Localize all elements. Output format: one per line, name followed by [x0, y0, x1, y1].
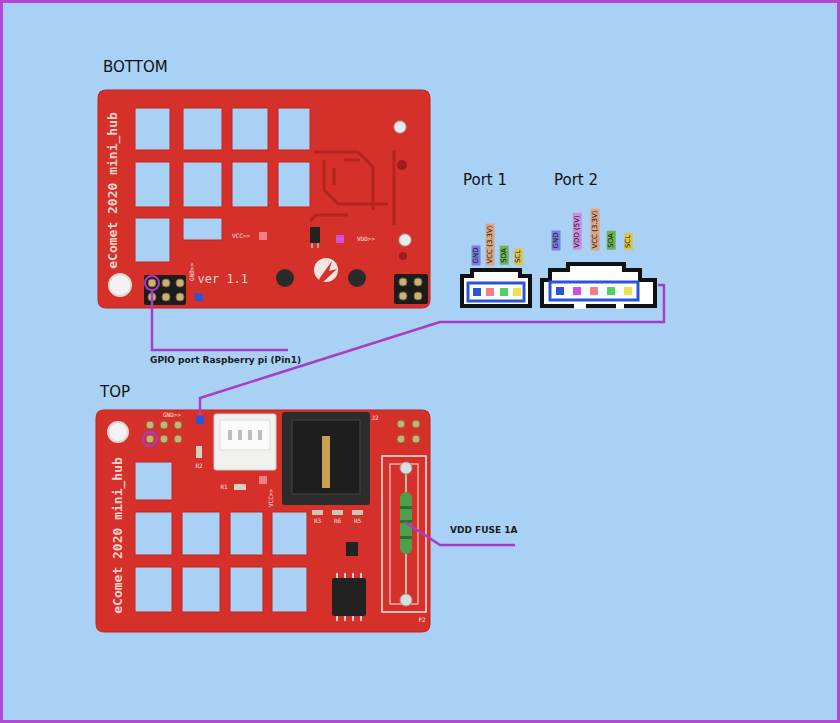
port2-connector-drawing: [542, 264, 655, 309]
pin-name: SCL: [624, 233, 633, 250]
pcb-bottom-board: BOTTOMeComet 2020 mini_hubver 1.1GND>>VC…: [98, 90, 430, 308]
board-heading: BOTTOM: [103, 59, 168, 76]
pin-name: GND: [552, 230, 561, 250]
board-heading: TOP: [100, 384, 130, 401]
version-label: ver 1.1: [198, 273, 249, 287]
pin-name: SDA: [606, 231, 615, 250]
callout-label: GPIO port Raspberry pi (Pin1): [150, 355, 301, 365]
part-designator: R5: [354, 518, 361, 524]
silkscreen-label: GND>>: [189, 263, 195, 281]
connector-port: Port 1GNDVCC (3.3V)SDASCL: [460, 268, 532, 308]
part-designator: R6: [334, 518, 341, 524]
port-heading: Port 1: [463, 172, 507, 189]
part-designator: F2: [419, 617, 426, 623]
bottom-board-art: [98, 90, 430, 308]
port-heading: Port 2: [554, 172, 598, 189]
connector-port: Port 2GNDVDD (5V)VCC (3.3V)SDASCL: [540, 262, 658, 308]
part-designator: R2: [196, 463, 203, 469]
leader-line: [152, 308, 288, 350]
part-designator: J2: [372, 415, 379, 421]
silkscreen-label: VCC>>: [232, 233, 250, 239]
silkscreen-label: VCC>>: [268, 489, 274, 507]
board-silkscreen-title: eComet 2020 mini_hub: [105, 112, 120, 269]
board-silkscreen-title: eComet 2020 mini_hub: [110, 457, 125, 614]
callout-label: VDD FUSE 1A: [450, 525, 518, 535]
port1-connector-drawing: [462, 270, 530, 306]
leader-connector: [200, 285, 664, 410]
part-designator: R3: [314, 518, 321, 524]
pin-name: SCL: [514, 248, 523, 265]
pin-name: VDD (5V): [572, 213, 581, 250]
pin-name: GND: [472, 245, 481, 265]
pin-name: VCC (3.3V): [486, 223, 495, 265]
pin-name: VCC (3.3V): [591, 208, 600, 250]
part-designator: R1: [221, 484, 228, 490]
pin-name: SDA: [499, 246, 508, 265]
silkscreen-label: VDD>>: [357, 236, 375, 242]
top-board-art: [96, 410, 430, 632]
leader-line: [430, 538, 515, 545]
pcb-top-board: TOPeComet 2020 mini_hubGND>>VCC>>R1R2R3R…: [96, 410, 430, 632]
silkscreen-label: GND>>: [163, 412, 181, 418]
